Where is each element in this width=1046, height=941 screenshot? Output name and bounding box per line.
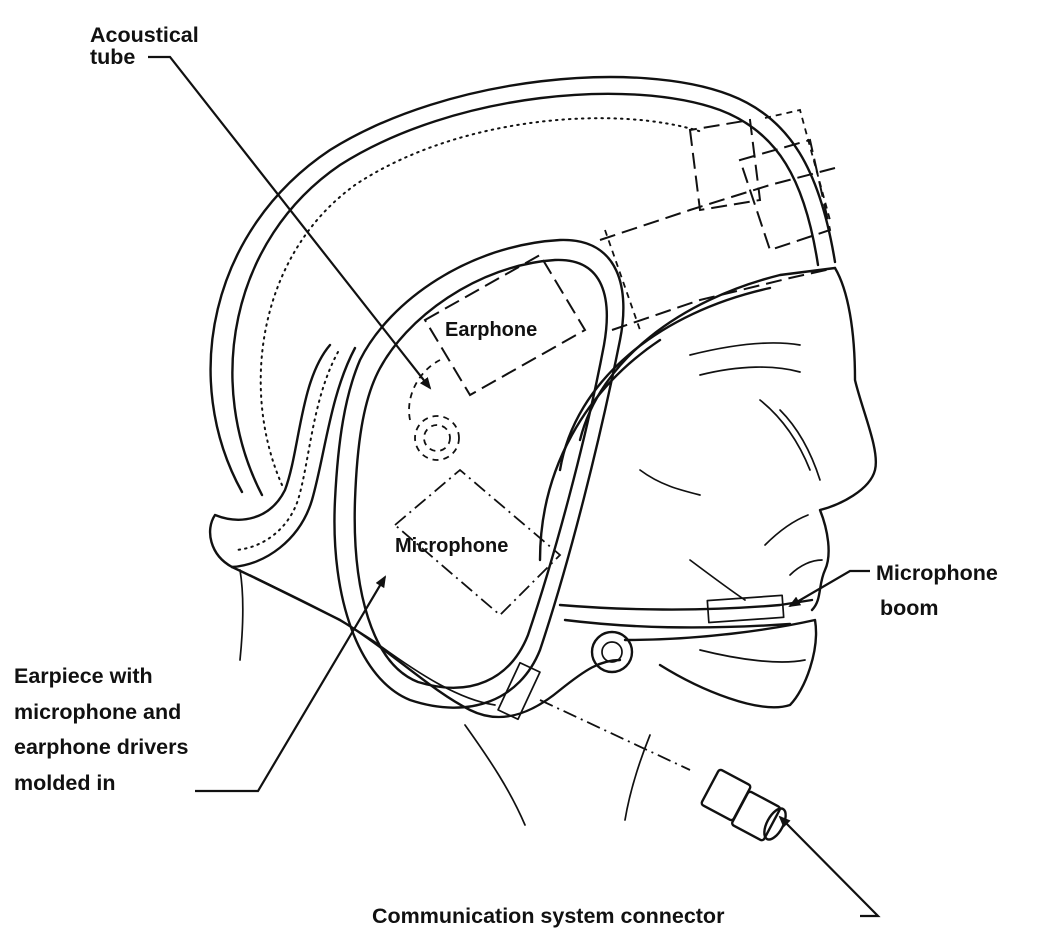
connector (540, 700, 790, 843)
label-microphone-boom-1: Microphone (876, 561, 998, 585)
neck-flap (210, 345, 355, 660)
label-acoustical-tube-1: Acoustical (90, 23, 199, 47)
label-microphone-inner: Microphone (395, 535, 508, 557)
label-earpiece-1: Earpiece with (14, 664, 153, 688)
label-earpiece-3: earphone drivers (14, 735, 188, 759)
helmet-liner (540, 268, 835, 560)
label-earphone: Earphone (445, 319, 537, 341)
label-microphone-boom-2: boom (880, 596, 939, 620)
earpiece (334, 240, 623, 708)
label-earpiece-4: molded in (14, 771, 116, 795)
label-earpiece-2: microphone and (14, 700, 181, 724)
label-acoustical-tube-2: tube (90, 45, 135, 69)
label-connector: Communication system connector (372, 904, 725, 928)
neck (465, 725, 650, 825)
